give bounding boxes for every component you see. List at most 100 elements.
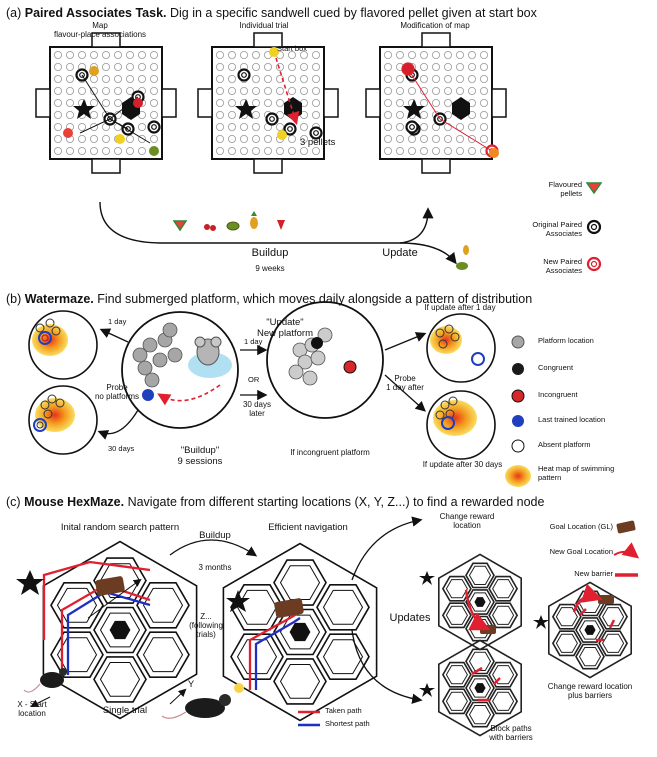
buildup-duration-label: 9 weeks (255, 264, 285, 273)
buildup-c-label: Buildup (199, 530, 231, 541)
legend-heat-map: Heat map of swimming pattern (538, 464, 615, 482)
hex-cell (273, 658, 327, 705)
strawberry-icon (133, 98, 143, 108)
legend-original-associates: Original Paired Associates (532, 220, 582, 238)
watermelon-icon (63, 128, 73, 138)
legend-flavoured-pellets: Flavoured pellets (548, 180, 582, 198)
hex-cell (465, 562, 495, 589)
lightbulb-icon (234, 683, 244, 693)
if-update-30-days-label: If update after 30 days (422, 460, 503, 469)
hex-cell (316, 584, 370, 631)
or-label: OR (248, 375, 260, 384)
barrier-icon (579, 608, 587, 616)
hexmaze-change-reward (438, 553, 522, 651)
arena-trial-caption: Individual trial (239, 21, 289, 30)
hex-cell (316, 633, 370, 680)
sandwell-ring-icon (147, 120, 161, 134)
start-box (491, 88, 507, 118)
banana-icon (269, 47, 279, 57)
shortest-path (66, 590, 151, 675)
chocolate-reward-icon (95, 576, 125, 596)
thirty-days-left-label: 30 days (108, 444, 135, 453)
star-landmark-icon (235, 99, 257, 119)
buildup-label: Buildup (251, 247, 289, 259)
if-incongruent-label: If incongruent platform (290, 448, 370, 457)
probe-no-platforms-label: Probe no platforms (94, 383, 140, 402)
legend-incongruent: Incongruent (538, 390, 578, 399)
sandwell-ring-icon (265, 112, 279, 126)
barrier-icon (608, 619, 616, 629)
hex-cell (441, 575, 472, 602)
hexagon-landmark-icon (584, 625, 596, 635)
if-update-1-day-label: If update after 1 day (424, 303, 496, 312)
hex-cell (50, 631, 104, 678)
hex-cell (136, 631, 190, 678)
star-icon (226, 590, 250, 612)
thirty-days-later-label: 30 days later (242, 400, 272, 419)
star-landmark-icon (403, 99, 425, 119)
pineapple-icon (463, 245, 469, 255)
taken-path (42, 560, 151, 640)
hex-cell (136, 582, 190, 629)
sandwell-ring-icon (405, 120, 419, 134)
hex-cell (488, 688, 519, 715)
start-box (365, 88, 381, 118)
hex-cell (465, 648, 495, 675)
hexmaze-efficient (222, 542, 378, 722)
update-label: Update (382, 247, 418, 259)
update-new-platform-label: "Update" New platform (257, 317, 313, 339)
start-box (253, 32, 283, 48)
incongruent-platform (343, 360, 357, 374)
chocolate-reward-icon (616, 520, 636, 534)
hexmaze-arrows (30, 516, 423, 707)
pellets-label: 3 pellets (300, 137, 336, 148)
apple-icon (403, 64, 413, 74)
start-box (323, 88, 339, 118)
pellets-row (172, 211, 469, 270)
hex-cell (273, 559, 327, 606)
hex-cell (488, 661, 519, 688)
legend-last-trained: Last trained location (538, 415, 606, 424)
hexagon-landmark-icon (289, 622, 311, 642)
sandwell-ring-icon (309, 126, 323, 140)
watermaze-arrows (97, 328, 427, 440)
hex-cell (441, 688, 472, 715)
star-icon (419, 571, 435, 585)
chocolate-reward-icon (274, 598, 304, 618)
congruent-platform (311, 337, 323, 349)
legend-absent-platform: Absent platform (538, 440, 591, 449)
arena-map-caption: Map flavour-place associations (53, 21, 147, 40)
start-box (161, 88, 177, 118)
hex-cell (93, 656, 147, 703)
arena-modification-caption: Modification of map (400, 21, 470, 30)
one-day-left-label: 1 day (108, 317, 127, 326)
hexagon-landmark-icon (452, 97, 470, 120)
hexmaze-block-paths (438, 639, 522, 737)
panel-c-title: (c) Mouse HexMaze. Navigate from differe… (6, 495, 545, 509)
star-icons (16, 570, 549, 697)
kiwi-icon (456, 262, 468, 270)
arena-individual-trial (197, 32, 339, 174)
hexmaze-outline (548, 581, 632, 679)
legend-new-associates: New Paired Associates (543, 257, 582, 275)
star-icon (419, 683, 435, 697)
start-box (253, 158, 283, 174)
legend-new-barrier: New barrier (574, 569, 613, 578)
barrier-icon (493, 677, 501, 685)
mouse-icons (23, 668, 244, 719)
legend-shortest-path: Shortest path (325, 719, 370, 728)
hex-cell (93, 557, 147, 604)
hex-cell (273, 608, 327, 656)
red-curved-arrow-icon (613, 542, 640, 559)
watermaze-update (266, 301, 384, 419)
panel-a-title: (a) Paired Associates Task. Dig in a spe… (6, 6, 537, 20)
start-box (197, 88, 213, 118)
legend-taken-path: Taken path (325, 706, 362, 715)
legend-goal-location: Goal Location (GL) (549, 522, 613, 531)
shortest-path (254, 617, 301, 690)
red-double-ring-icon (586, 256, 602, 272)
hex-cell (598, 603, 629, 630)
start-box (421, 32, 451, 48)
new-goal-arrow (572, 583, 603, 613)
